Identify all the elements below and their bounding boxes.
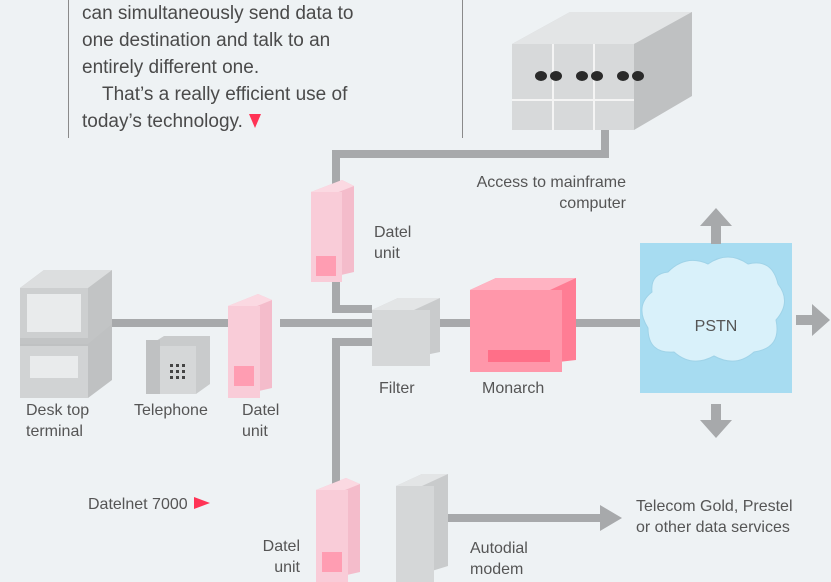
monarch-icon [470,278,576,372]
datel-middle-label-line: unit [242,423,268,440]
triangle-marker-icon [248,114,261,128]
intro-line: today’s technology. [82,111,243,132]
datelnet-label: Datelnet 7000 [88,494,210,515]
desktop-terminal-label: Desk top terminal [26,400,89,442]
modem-icon [396,474,448,582]
pstn-label: PSTN [694,318,738,335]
datel-unit-top-icon [311,180,354,282]
datel-bottom-label-line: Datel [262,538,300,555]
mainframe-icon [512,12,692,130]
data-services-label-line: or other data services [636,519,790,536]
pstn-cloud-icon [640,243,792,393]
autodial-modem-label-line: modem [470,561,524,578]
datel-top-label: Datel unit [374,222,411,264]
filter-label: Filter [379,380,415,397]
datel-middle-label-line: Datel [242,402,280,419]
desktop-terminal-label-line: terminal [26,423,83,440]
data-services-label: Telecom Gold, Prestel or other data serv… [636,496,793,538]
arrow-icon [600,208,830,531]
desktop-terminal-label-line: Desk top [26,402,90,419]
intro-line: one destination and talk to an [82,30,331,51]
datel-top-label-line: unit [374,245,400,262]
datel-bottom-label: Datel unit [238,536,300,578]
datel-bottom-label-line: unit [274,559,300,576]
filter-icon [372,298,440,366]
autodial-modem-label: Autodial modem [470,538,528,580]
telephone-label: Telephone [134,402,208,419]
intro-last-line: today’s technology. [82,108,462,135]
intro-line: That’s a really efficient use of [102,84,348,105]
connection-lines [112,120,640,522]
datel-unit-bottom-icon [316,478,360,582]
datel-top-label-line: Datel [374,224,412,241]
triangle-marker-icon [193,497,210,509]
access-label: Access to mainframe computer [440,172,626,214]
datel-unit-middle-icon [228,294,272,398]
monarch-label: Monarch [482,380,545,397]
intro-line: can simultaneously send data to [82,3,354,24]
terminal-icon [20,270,112,398]
autodial-modem-label-line: Autodial [470,540,528,557]
access-label-line: Access to mainframe [476,174,626,191]
telephone-icon [146,336,210,394]
intro-line: entirely different one. [82,57,260,78]
datelnet-label-text: Datelnet 7000 [88,496,188,513]
intro-text: can simultaneously send data to one dest… [82,0,462,135]
data-services-label-line: Telecom Gold, Prestel [636,498,793,515]
access-label-line: computer [559,195,626,212]
datel-middle-label: Datel unit [242,400,279,442]
column-divider [68,0,69,138]
column-divider [462,0,463,138]
